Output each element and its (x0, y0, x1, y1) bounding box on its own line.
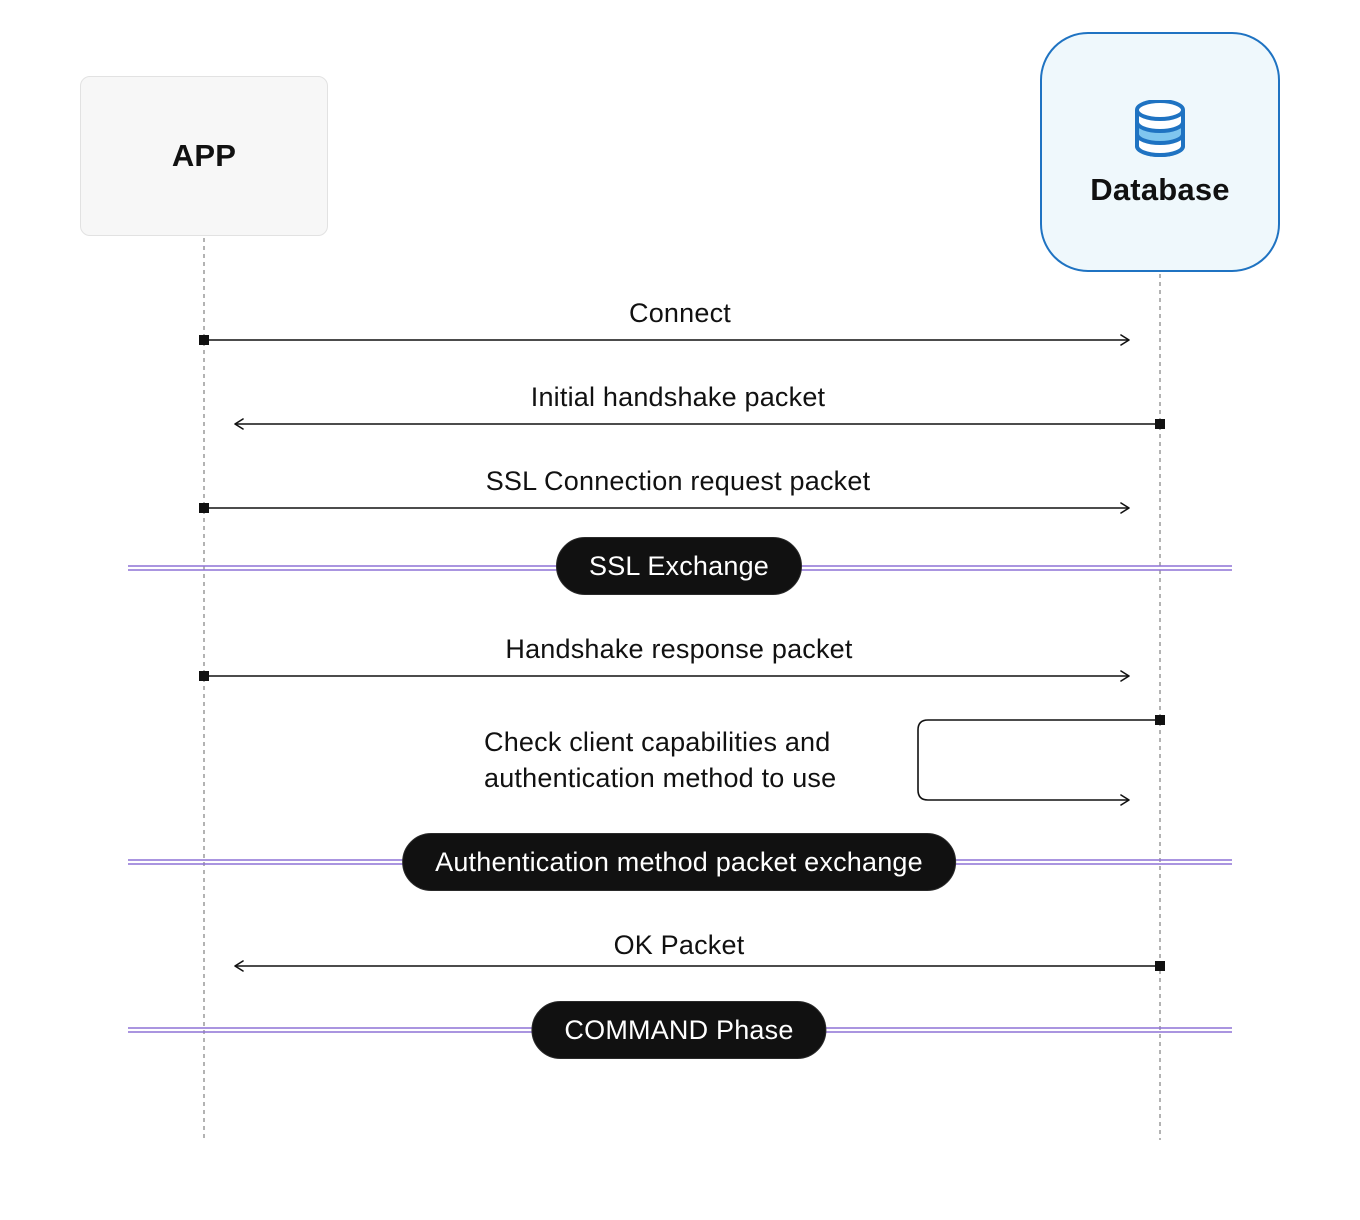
message-label-ok-packet: OK Packet (613, 930, 745, 960)
app-participant: APP (80, 76, 328, 236)
message-label-connect: Connect (629, 298, 731, 328)
message-arrow-handshake-response (199, 670, 1130, 682)
message-arrow-connect (199, 334, 1130, 346)
database-label: Database (1090, 172, 1230, 207)
message-label-ssl-request: SSL Connection request packet (485, 466, 871, 496)
message-label-handshake-response: Handshake response packet (505, 634, 853, 664)
message-arrow-initial-handshake (234, 418, 1165, 430)
phase-pill-ssl-exchange: SSL Exchange (555, 537, 803, 595)
phase-pill-authentication: Authentication method packet exchange (402, 833, 956, 891)
app-label: APP (171, 138, 237, 173)
self-message-arrow (917, 715, 1165, 806)
self-message-label: Check client capabilities and authentica… (484, 724, 836, 796)
phase-pill-command: COMMAND Phase (531, 1001, 827, 1059)
self-message-line-1: Check client capabilities and (484, 727, 831, 757)
message-label-initial-handshake: Initial handshake packet (530, 382, 826, 412)
self-message-line-2: authentication method to use (484, 763, 837, 793)
database-participant: Database (1040, 32, 1280, 272)
database-icon (1135, 100, 1185, 157)
message-arrow-ok-packet (234, 960, 1165, 972)
message-arrow-ssl-request (199, 502, 1130, 514)
